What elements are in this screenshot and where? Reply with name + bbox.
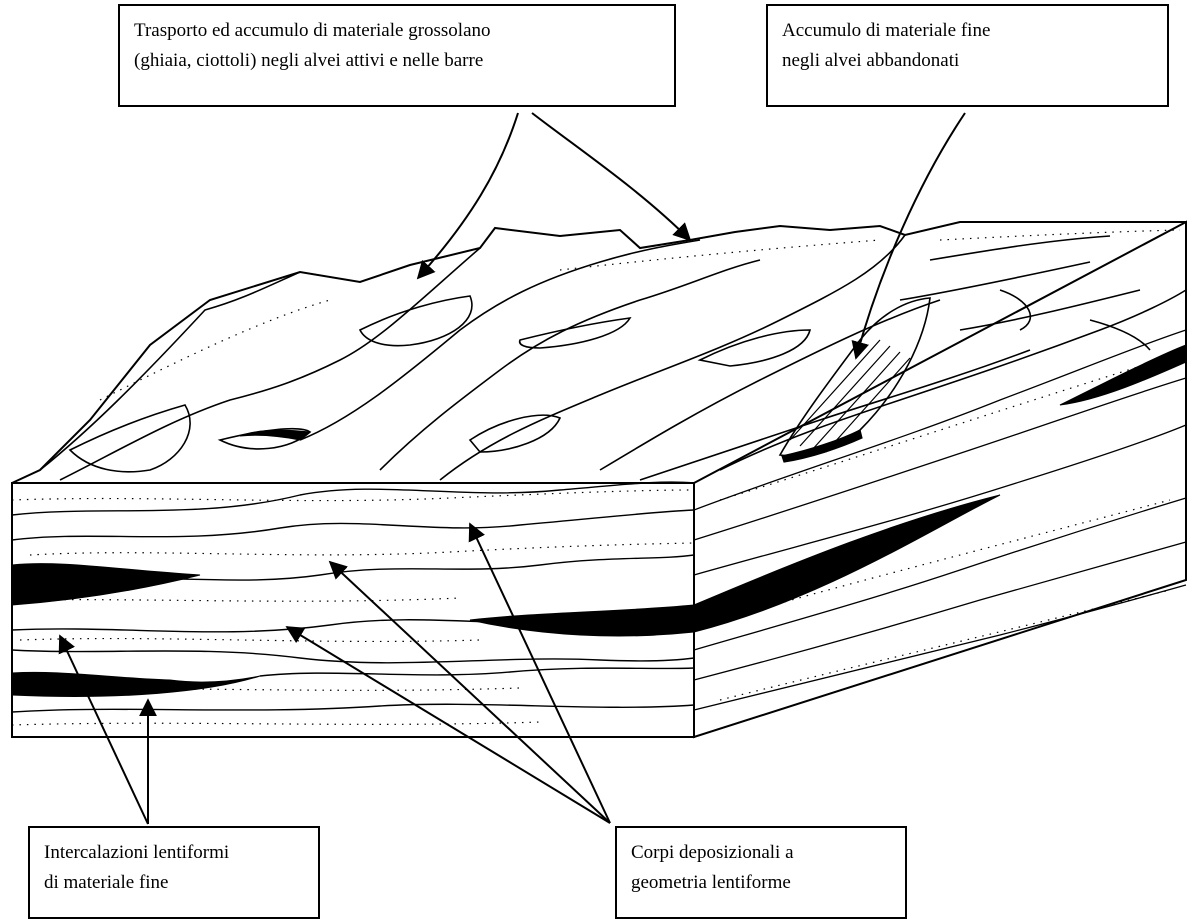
label-coarse-transport: Trasporto ed accumulo di materiale gross… xyxy=(118,4,676,107)
front-face xyxy=(12,483,694,737)
label-depositional-bodies: Corpi deposizionali a geometria lentifor… xyxy=(615,826,907,919)
label-lens-line2: di materiale fine xyxy=(44,868,304,898)
label-fine-line1: Accumulo di materiale fine xyxy=(782,16,1153,46)
right-face xyxy=(694,222,1186,737)
label-bodies-line2: geometria lentiforme xyxy=(631,868,891,898)
label-coarse-line2: (ghiaia, ciottoli) negli alvei attivi e … xyxy=(134,46,660,76)
label-fine-abandoned: Accumulo di materiale fine negli alvei a… xyxy=(766,4,1169,107)
label-fine-line2: negli alvei abbandonati xyxy=(782,46,1153,76)
arrow-coarse-right xyxy=(532,113,690,240)
label-bodies-line1: Corpi deposizionali a xyxy=(631,838,891,868)
arrow-fine-abandoned xyxy=(856,113,965,358)
arrow-coarse-left xyxy=(418,113,518,278)
label-lens-intercalations: Intercalazioni lentiformi di materiale f… xyxy=(28,826,320,919)
label-lens-line1: Intercalazioni lentiformi xyxy=(44,838,304,868)
label-coarse-line1: Trasporto ed accumulo di materiale gross… xyxy=(134,16,660,46)
